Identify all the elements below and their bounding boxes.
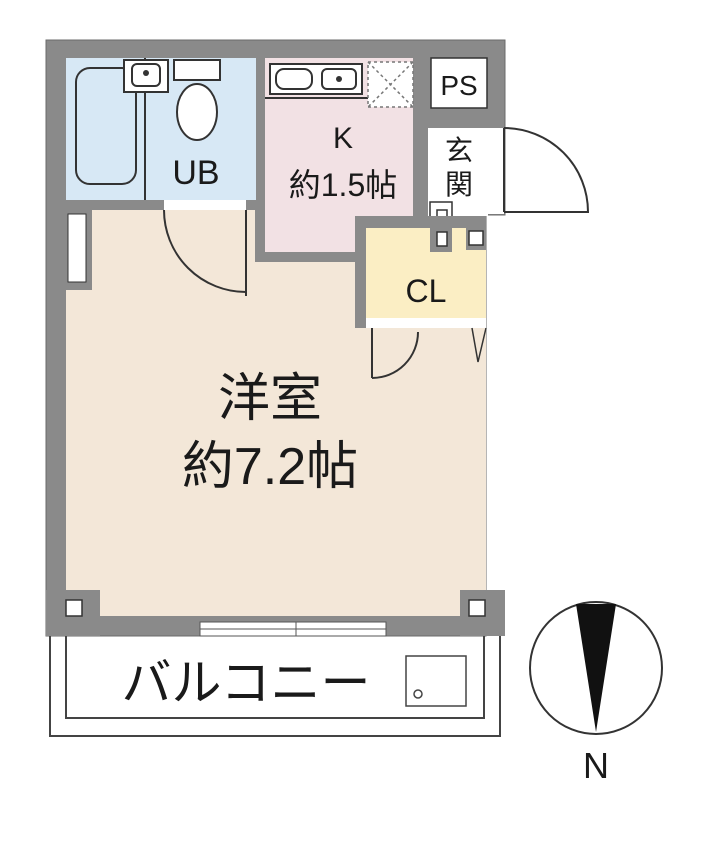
balcony-label: バルコニー bbox=[122, 655, 371, 711]
refrigerator-space-icon bbox=[367, 61, 414, 108]
balcony-window bbox=[199, 621, 387, 637]
toilet-icon bbox=[173, 59, 221, 141]
north-arrow-icon bbox=[576, 604, 616, 732]
closet-label: CL bbox=[406, 273, 447, 309]
washbasin-icon bbox=[123, 59, 169, 93]
closet-door-icon bbox=[366, 318, 487, 379]
entrance-door-icon bbox=[486, 127, 590, 214]
ub-label: UB bbox=[172, 154, 219, 192]
western-label: 洋室 bbox=[218, 370, 322, 428]
compass bbox=[529, 601, 663, 735]
stove-icon bbox=[269, 63, 363, 95]
ps-room[interactable] bbox=[430, 57, 488, 109]
western-room[interactable] bbox=[66, 210, 486, 616]
entrance-label-bottom: 関 bbox=[445, 169, 473, 200]
bathtub-icon bbox=[75, 67, 137, 185]
storage-niche bbox=[67, 213, 87, 283]
entrance-label-top: 玄 bbox=[445, 135, 473, 166]
kitchen-size: 約1.5帖 bbox=[289, 167, 398, 203]
ub-door-icon bbox=[163, 209, 247, 296]
balcony[interactable] bbox=[49, 636, 501, 737]
compass-label: N bbox=[583, 745, 609, 786]
column-markers bbox=[46, 590, 505, 636]
western-size: 約7.2帖 bbox=[182, 438, 358, 496]
washing-machine-space-icon bbox=[405, 655, 467, 707]
ps-label: PS bbox=[440, 70, 477, 101]
kitchen-label: K bbox=[333, 122, 353, 155]
